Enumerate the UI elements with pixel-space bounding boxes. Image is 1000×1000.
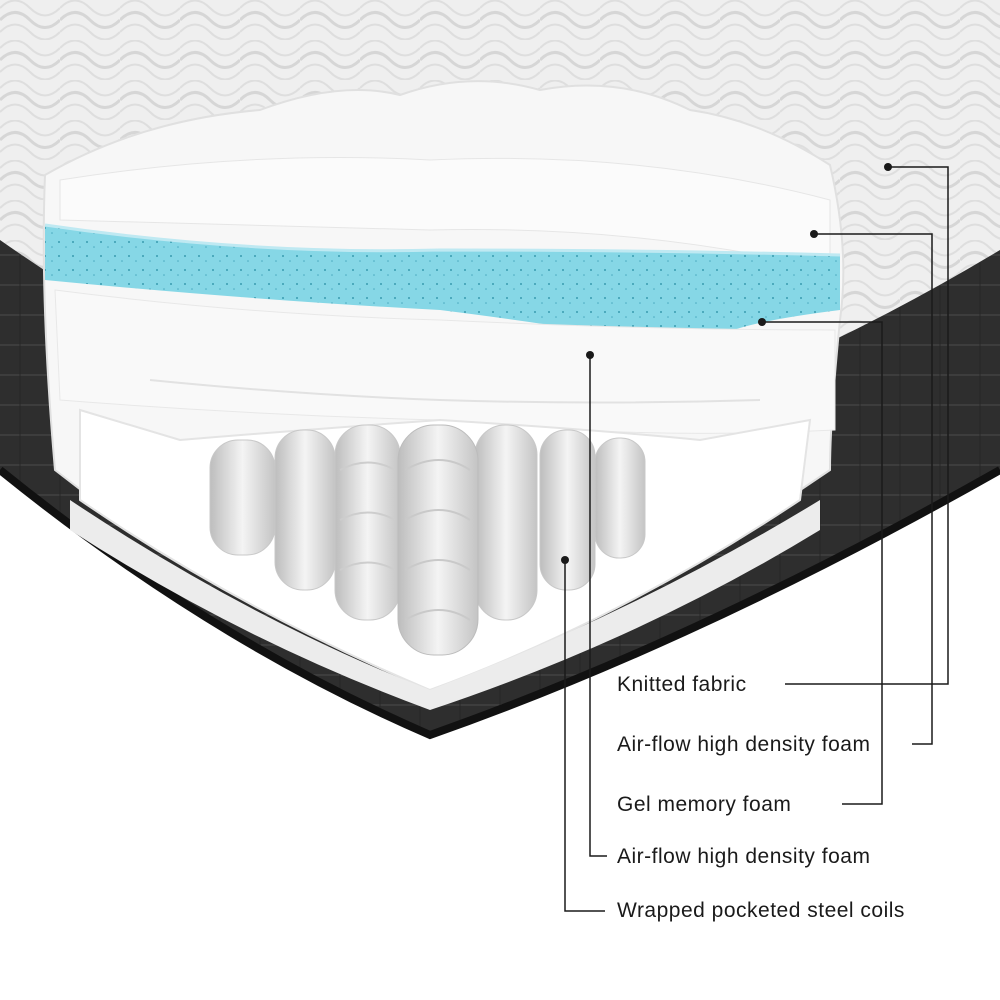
layer-label-knitted-fabric: Knitted fabric [617, 673, 747, 696]
leader-dots [561, 163, 892, 564]
layer-label-gel-memory-foam: Gel memory foam [617, 793, 792, 816]
gel-layer [45, 225, 840, 355]
leader-lines [564, 166, 949, 912]
layer-label-airflow-foam-bottom: Air-flow high density foam [617, 845, 871, 868]
pocketed-coils [209, 424, 646, 656]
layer-label-pocketed-coils: Wrapped pocketed steel coils [617, 899, 905, 922]
layer-label-airflow-foam-top: Air-flow high density foam [617, 733, 871, 756]
